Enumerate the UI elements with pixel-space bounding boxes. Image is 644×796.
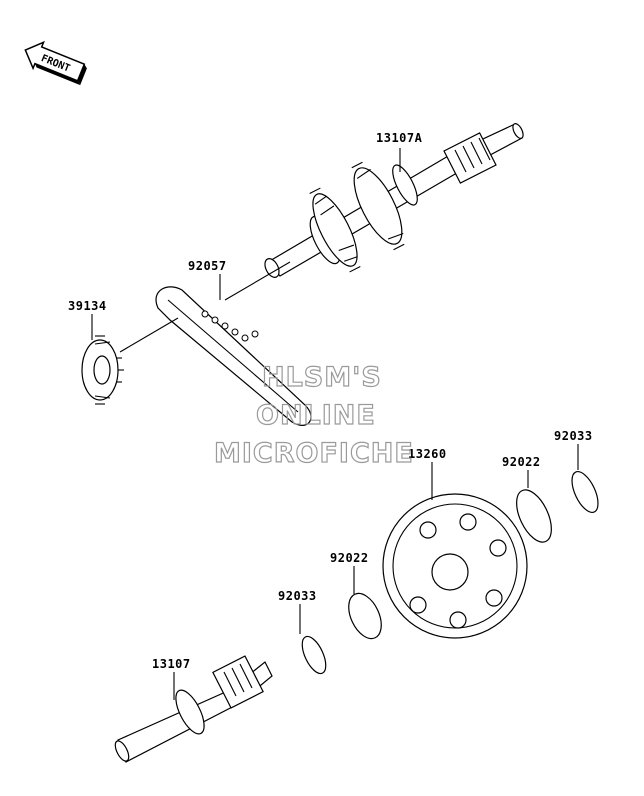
part-label-92022-upper: 92022 (502, 455, 541, 469)
part-label-92033-upper: 92033 (554, 429, 593, 443)
watermark-line-3: MICROFICHE (214, 438, 414, 469)
part-label-13107a: 13107A (376, 131, 423, 145)
part-label-39134: 39134 (68, 299, 107, 313)
part-label-92022-lower: 92022 (330, 551, 369, 565)
output-shaft-13107a (264, 123, 524, 278)
input-shaft-13107 (114, 655, 273, 763)
circlip-92033-upper (571, 471, 599, 513)
sprocket-39134 (81, 317, 179, 405)
washer-92022-lower (348, 592, 382, 640)
drive-chain-92057 (155, 261, 312, 426)
front-arrow-icon: FRONT (24, 40, 87, 86)
circlip-92033-lower (301, 635, 327, 675)
part-label-92033-lower: 92033 (278, 589, 317, 603)
part-label-13260: 13260 (408, 447, 447, 461)
watermark-line-2: ONLINE (256, 400, 376, 431)
part-label-92057: 92057 (188, 259, 227, 273)
gear-13260 (382, 493, 528, 639)
washer-92022-upper (516, 489, 552, 543)
part-label-13107: 13107 (152, 657, 191, 671)
watermark-line-1: HLSM'S (262, 362, 382, 393)
